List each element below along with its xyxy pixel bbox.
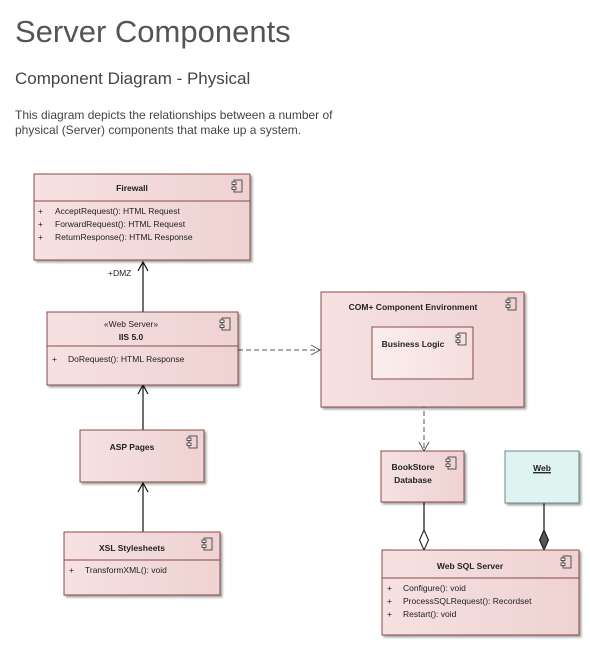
operation: Restart(): void — [403, 609, 457, 619]
component-name: Business Logic — [382, 339, 445, 349]
edge-bookstore-aggregation-websql — [418, 502, 430, 552]
operation: Configure(): void — [403, 583, 466, 593]
component-stereotype: «Web Server» — [104, 319, 158, 329]
edge-xsl-to-asp — [137, 481, 149, 532]
component-xsl-stylesheets[interactable] — [63, 531, 221, 596]
visibility-marker: + — [38, 232, 43, 242]
component-name: Web SQL Server — [437, 561, 504, 571]
operation: DoRequest(): HTML Response — [68, 354, 185, 364]
component-web-sql-server[interactable] — [381, 549, 580, 636]
operation: TransformXML(): void — [85, 565, 167, 575]
component-name: ASP Pages — [110, 442, 155, 452]
visibility-marker: + — [387, 596, 392, 606]
operation: AcceptRequest(): HTML Request — [55, 206, 181, 216]
component-name: IIS 5.0 — [119, 332, 144, 342]
page-title: Server Components — [15, 14, 291, 49]
operation: ProcessSQLRequest(): Recordset — [403, 596, 532, 606]
element-name: Web — [533, 463, 551, 473]
component-firewall[interactable] — [33, 173, 251, 261]
visibility-marker: + — [52, 354, 57, 364]
visibility-marker: + — [387, 583, 392, 593]
dmz-label: +DMZ — [108, 268, 131, 278]
diagram-description: This diagram depicts the relationships b… — [15, 108, 333, 137]
diagram-subtitle: Component Diagram - Physical — [15, 69, 251, 88]
component-asp-pages[interactable] — [79, 429, 205, 483]
operation: ForwardRequest(): HTML Request — [55, 219, 186, 229]
element-web[interactable] — [504, 450, 580, 504]
component-name-line2: Database — [394, 475, 432, 485]
edge-asp-to-iis — [137, 383, 149, 430]
edge-iis-to-firewall — [137, 260, 149, 312]
component-iis[interactable] — [46, 311, 239, 386]
visibility-marker: + — [38, 206, 43, 216]
component-name: COM+ Component Environment — [349, 302, 478, 312]
edge-web-composition-websql — [538, 503, 550, 552]
visibility-marker: + — [69, 565, 74, 575]
component-name: Firewall — [116, 183, 148, 193]
component-name-line1: BookStore — [392, 462, 435, 472]
operation: ReturnResponse(): HTML Response — [55, 232, 193, 242]
visibility-marker: + — [38, 219, 43, 229]
visibility-marker: + — [387, 609, 392, 619]
component-name: XSL Stylesheets — [99, 543, 165, 553]
edge-iis-to-com-dependency — [238, 344, 322, 356]
